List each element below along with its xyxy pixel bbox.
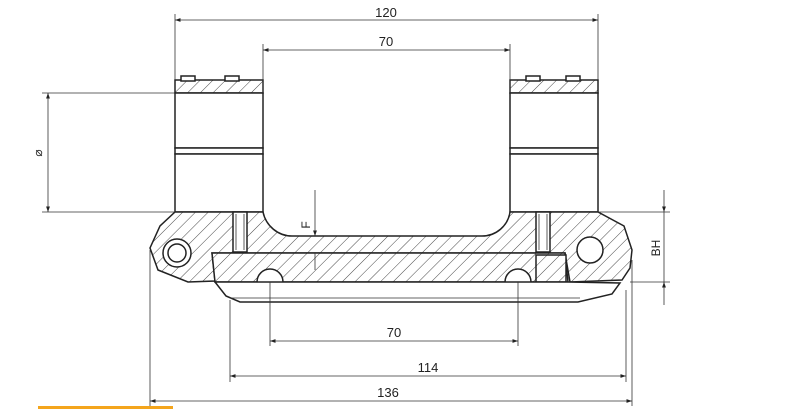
dim-70-bottom-label: 70 [387,325,401,340]
right-ring-tooth [565,75,581,82]
left-ring-tooth [180,75,196,82]
right-ring-tooth [525,75,541,82]
right-ring-lower-body [509,153,599,213]
right-ring-top-cap [509,79,599,94]
right-screw-head-outer [576,236,604,264]
left-ring-top-cap [174,79,264,94]
right-ring-clamp-line [509,147,599,155]
left-scope-ring [174,75,264,213]
dim-f-label: F [299,221,313,228]
right-cross-screw [576,236,604,264]
left-ring-tooth [224,75,240,82]
accent-strip [38,406,173,409]
left-ring-upper-body [174,92,264,149]
left-ring-pin [232,211,248,253]
rail-right-block [535,254,567,283]
dim-136-label: 136 [377,385,399,400]
right-scope-ring [509,75,599,213]
left-ring-lower-body [174,153,264,213]
left-ring-clamp-line [174,147,264,155]
dim-70-top-label: 70 [379,34,393,49]
dim-diameter-label: ⌀ [31,149,45,156]
left-screw-head-outer [162,238,192,268]
right-ring-pin [535,211,551,253]
dim-bh-label: BH [649,240,663,257]
lower-clamp-jaw [213,281,622,303]
left-screw-head-inner [167,243,187,263]
right-ring-upper-body [509,92,599,149]
left-cross-screw [162,238,192,268]
dim-120-label: 120 [375,5,397,20]
dim-114-label: 114 [418,360,439,375]
